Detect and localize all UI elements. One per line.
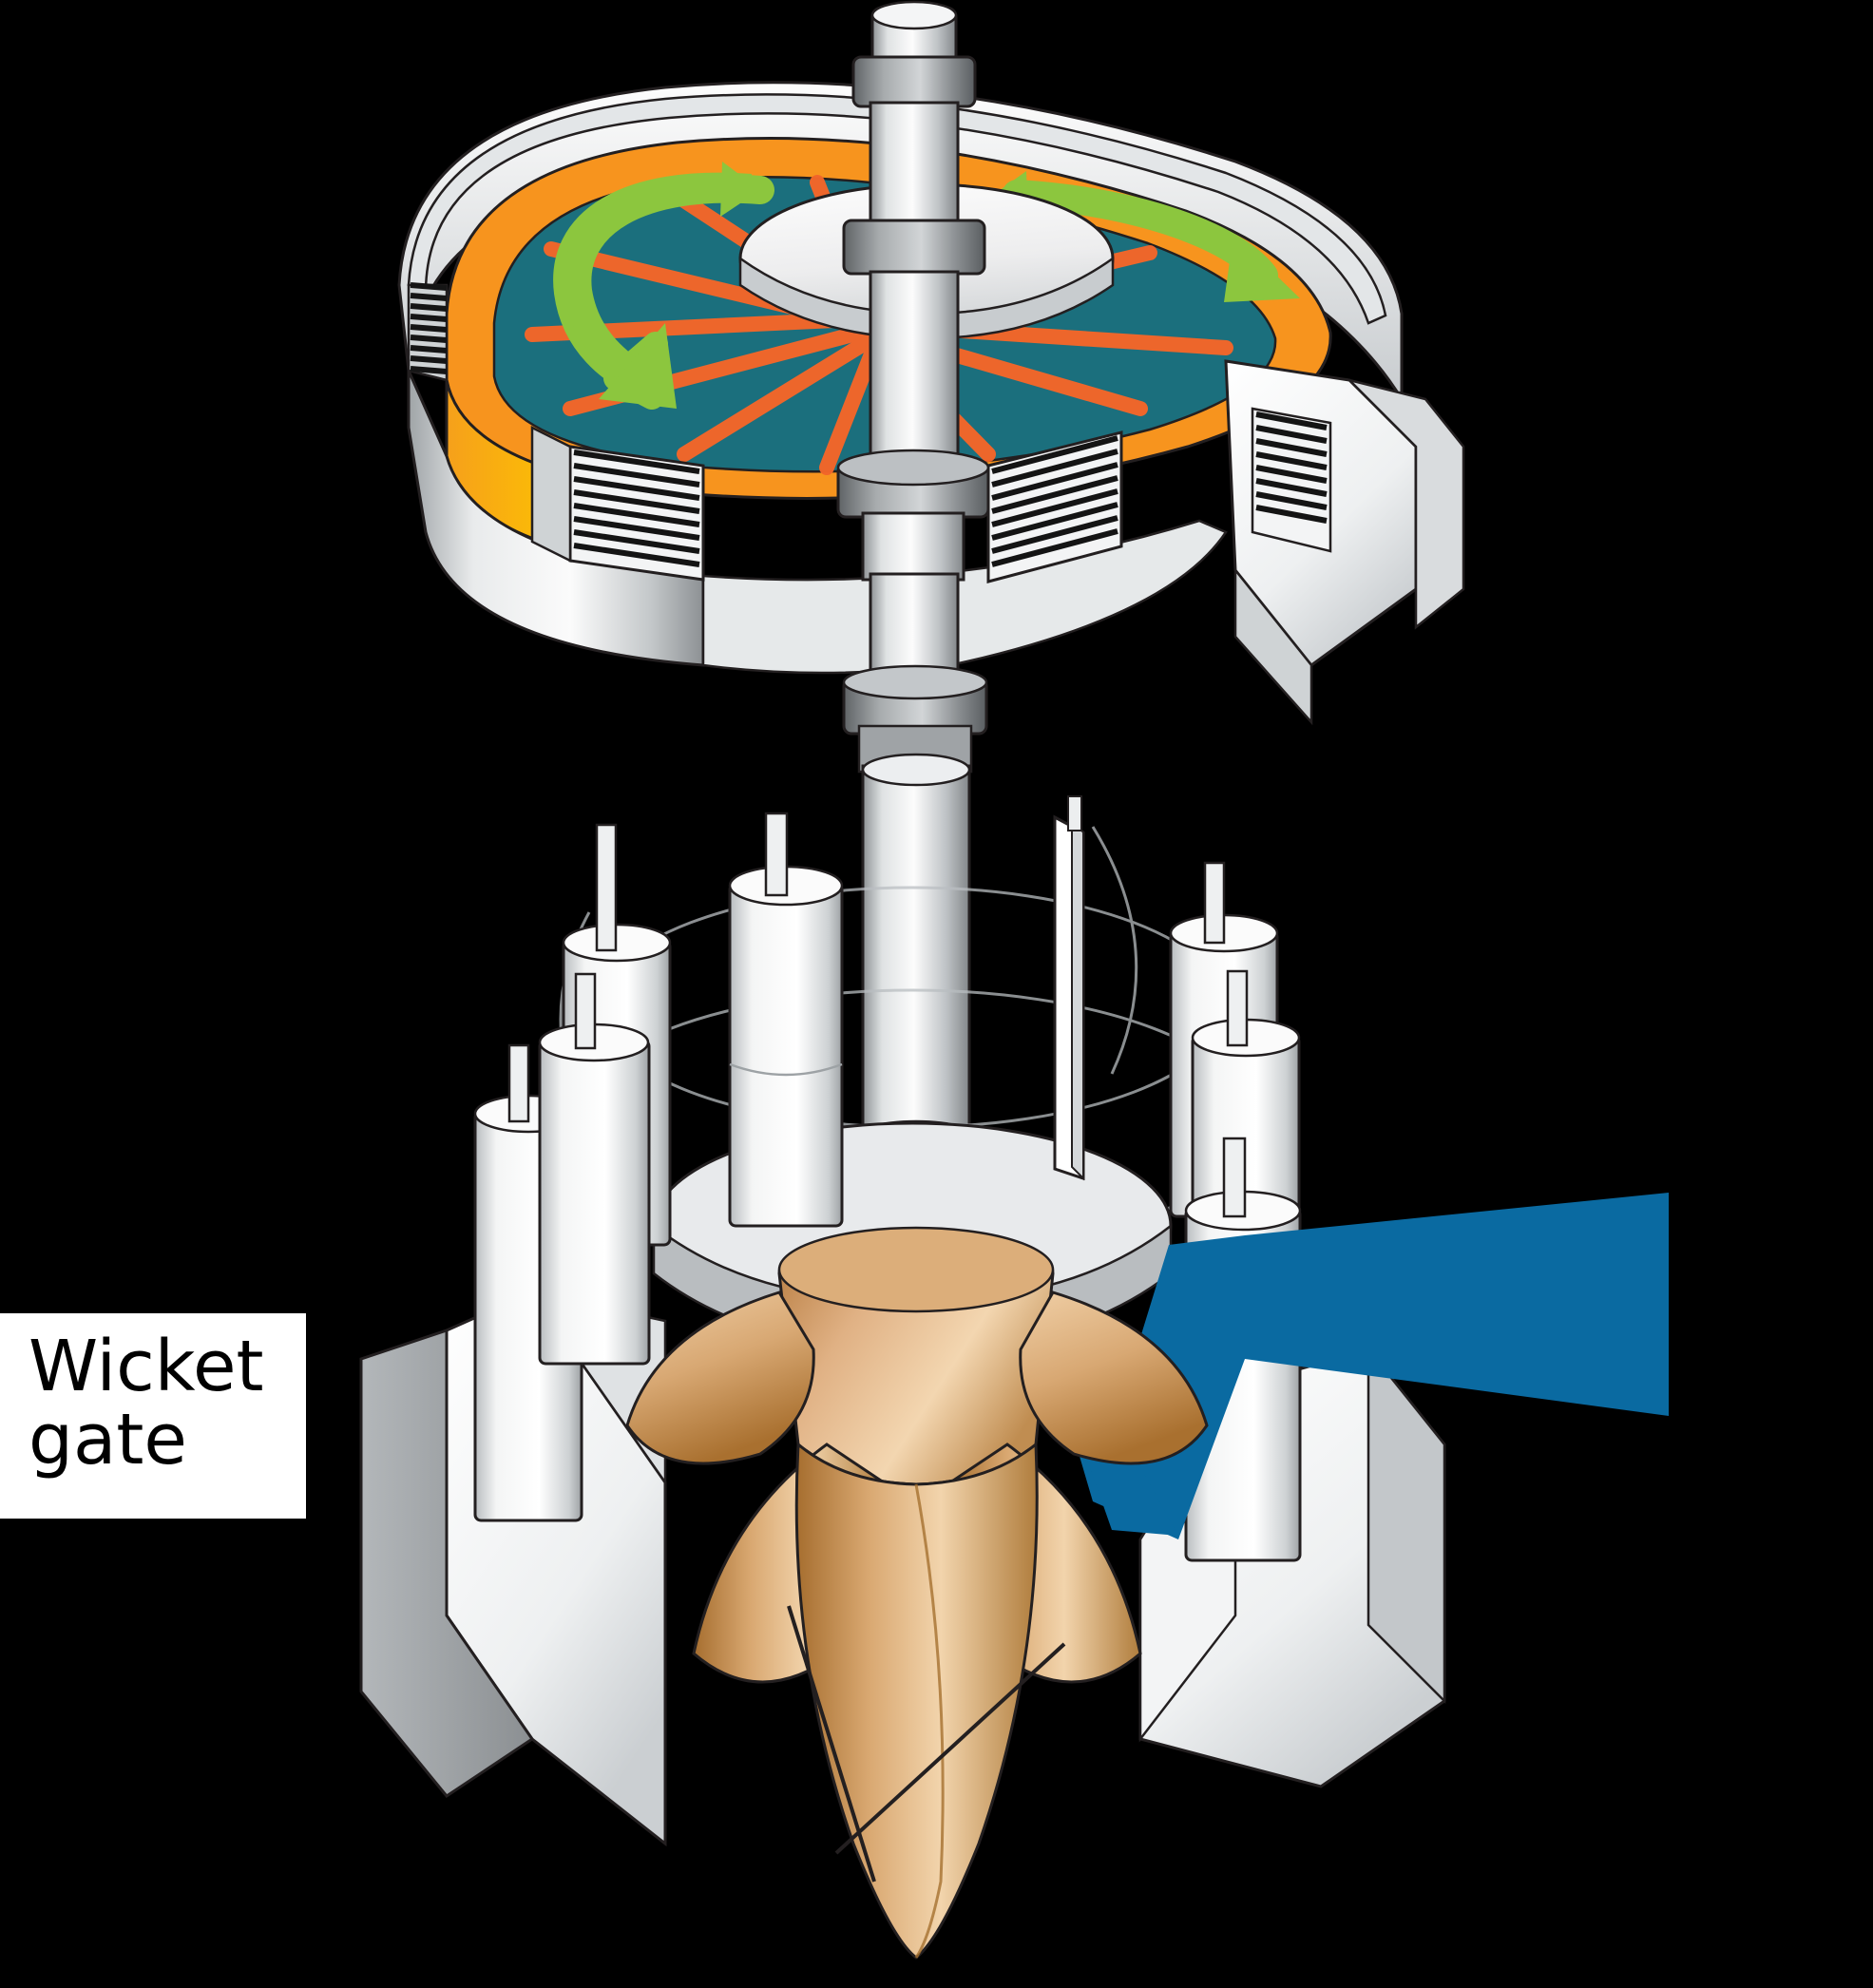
- turbine-runner: [625, 1226, 1209, 1959]
- wicket-gate-assembly: [359, 795, 1669, 1847]
- stator-lamination-packs: [530, 407, 1332, 583]
- wicket-gate-blade: [1053, 795, 1085, 1181]
- wicket-gate-cylinder: [728, 812, 844, 1228]
- wicket-gate-cylinder: [538, 972, 651, 1366]
- rotation-arrow-left: [553, 162, 774, 410]
- shaft-bearing-collar: [842, 664, 988, 774]
- generator-cut-sector: [407, 282, 449, 382]
- wicket-gate-label: Wicket gate: [0, 1313, 306, 1519]
